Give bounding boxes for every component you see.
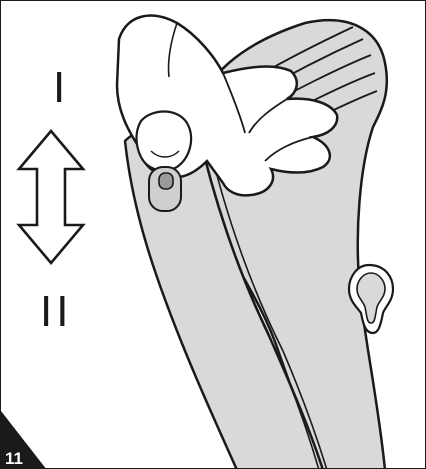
double-arrow-icon [19, 131, 83, 263]
figure-number: 11 [5, 449, 23, 469]
slide-switch-icon [149, 167, 181, 211]
position-two-label: II [40, 287, 72, 337]
thumb [137, 112, 192, 171]
position-one-label: I [53, 63, 69, 113]
